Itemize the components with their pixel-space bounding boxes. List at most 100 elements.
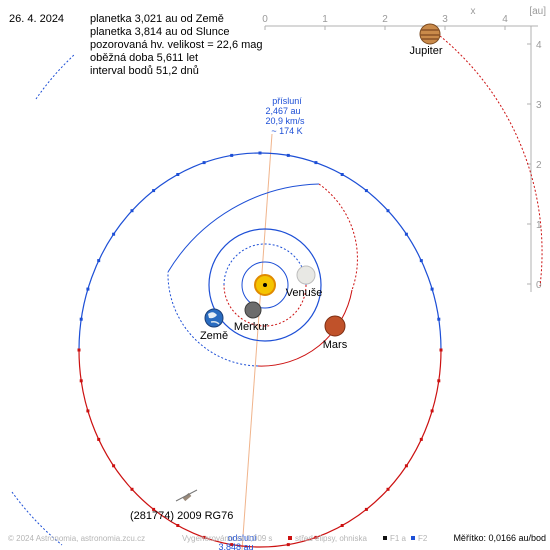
- info-magnitude: pozorovaná hv. velikost = 22,6 mag: [90, 39, 263, 51]
- earth-label: Země: [200, 330, 228, 342]
- footer-legend-f1: F1 a: [390, 534, 407, 543]
- info-distance-earth: planetka 3,021 au od Země: [90, 13, 224, 25]
- orbit-point-marker: [437, 317, 441, 321]
- footer-generated: Vygenerováno za 0,009 s: [182, 534, 272, 543]
- venus-orbit-lower: [223, 284, 307, 327]
- earth-orbit-upper: [208, 228, 322, 286]
- orbit-point-marker: [97, 259, 101, 263]
- orbit-point-marker: [286, 543, 290, 547]
- orbit-point-marker: [112, 232, 116, 236]
- orbit-point-marker: [314, 161, 318, 165]
- orbit-point-marker: [86, 287, 90, 291]
- perihelion-distance: 2,467 au: [265, 106, 300, 116]
- orbit-point-marker: [404, 232, 408, 236]
- mercury-label: Merkur: [234, 321, 269, 333]
- orbit-point-marker: [112, 464, 116, 468]
- orbit-point-marker: [230, 543, 234, 547]
- aphelion-title: odsluní: [227, 533, 257, 543]
- y-tick-4: 4: [536, 40, 542, 51]
- orbit-point-marker: [419, 259, 423, 263]
- orbit-point-marker: [419, 437, 423, 441]
- x-axis-label: x: [471, 6, 476, 17]
- perihelion-title: přísluní: [272, 96, 302, 106]
- unit-label: [au]: [529, 6, 546, 17]
- asteroid-label: (281774) 2009 RG76: [130, 510, 233, 522]
- mars-orbit-blue-dashed: [167, 271, 259, 367]
- info-period: oběžná doba 5,611 let: [90, 52, 198, 64]
- jupiter-orbit-arc-lower: [11, 491, 63, 546]
- info-distance-sun: planetka 3,814 au od Slunce: [90, 26, 229, 38]
- x-tick-3: 3: [442, 14, 448, 25]
- asteroid-icon: [175, 489, 198, 502]
- jupiter-orbit-arc-blue: [35, 54, 75, 100]
- orbit-point-marker: [340, 173, 344, 176]
- apse-line: [241, 133, 273, 550]
- aphelion-distance: 3,848 au: [218, 542, 253, 550]
- orbit-point-marker: [176, 524, 180, 527]
- x-tick-0: 0: [262, 14, 268, 25]
- x-tick-4: 4: [502, 14, 508, 25]
- orbit-point-marker: [430, 287, 434, 291]
- mars-icon: [324, 315, 346, 337]
- legend-f1-marker: [383, 536, 387, 540]
- venus-orbit-upper: [223, 243, 307, 286]
- footer-scale: Měřítko: 0,0166 au/bod: [453, 533, 546, 543]
- y-tick-0: 0: [536, 280, 542, 291]
- orbit-point-marker: [86, 409, 90, 413]
- orbit-point-marker: [364, 507, 368, 511]
- orbit-point-marker: [202, 535, 206, 539]
- mars-orbit-red: [257, 289, 353, 367]
- mars-label: Mars: [323, 339, 348, 351]
- orbit-point-marker: [386, 487, 390, 491]
- legend-f2-marker: [411, 536, 415, 540]
- mars-orbit-red-dashed: [318, 183, 358, 291]
- orbit-point-marker: [437, 379, 441, 383]
- orbit-point-marker: [202, 161, 206, 165]
- venus-label: Venuše: [286, 287, 323, 299]
- mercury-orbit: [241, 261, 289, 309]
- orbit-point-marker: [97, 437, 101, 441]
- jupiter-label: Jupiter: [409, 45, 442, 57]
- orbit-point-marker: [286, 153, 290, 157]
- y-tick-3: 3: [536, 100, 542, 111]
- info-interval: interval bodů 51,2 dnů: [90, 65, 199, 77]
- orbit-point-marker: [364, 189, 368, 193]
- mars-orbit-blue: [167, 183, 320, 273]
- asteroid-orbit-points: [77, 151, 443, 547]
- footer-copyright: © 2024 Astronomia, astronomia.zcu.cz: [8, 534, 145, 543]
- jupiter-orbit-arc-red: [439, 35, 543, 287]
- perihelion-speed: 20,9 km/s: [265, 116, 305, 126]
- footer-legend-f2: F2: [418, 534, 428, 543]
- footer-legend-center: střed elipsy, ohniska: [295, 534, 367, 543]
- orbit-point-marker: [130, 487, 134, 491]
- orbit-point-marker: [152, 189, 156, 193]
- y-tick-2: 2: [536, 160, 542, 171]
- orbit-point-marker: [77, 348, 81, 352]
- date-label: 26. 4. 2024: [9, 13, 64, 25]
- perihelion-temperature: ~ 174 K: [271, 126, 302, 136]
- orbit-point-marker: [79, 379, 83, 383]
- orbit-point-marker: [404, 464, 408, 468]
- jupiter-icon: [419, 23, 441, 45]
- orbit-point-marker: [230, 153, 234, 157]
- orbit-point-marker: [258, 151, 262, 155]
- sun-icon: [254, 274, 276, 296]
- venus-icon: [296, 265, 316, 285]
- orbit-point-marker: [340, 524, 344, 527]
- orbit-point-marker: [386, 209, 390, 213]
- orbit-point-marker: [176, 173, 180, 176]
- x-tick-1: 1: [322, 14, 328, 25]
- earth-icon: [204, 308, 224, 328]
- mercury-icon: [244, 301, 262, 319]
- x-tick-2: 2: [382, 14, 388, 25]
- orbit-point-marker: [152, 507, 156, 511]
- orbit-point-marker: [439, 348, 443, 352]
- orbit-point-marker: [79, 317, 83, 321]
- y-tick-1: 1: [536, 220, 542, 231]
- orbit-point-marker: [430, 409, 434, 413]
- asteroid-orbit-red: [78, 349, 442, 548]
- orbit-point-marker: [314, 535, 318, 539]
- orbit-point-marker: [130, 209, 134, 213]
